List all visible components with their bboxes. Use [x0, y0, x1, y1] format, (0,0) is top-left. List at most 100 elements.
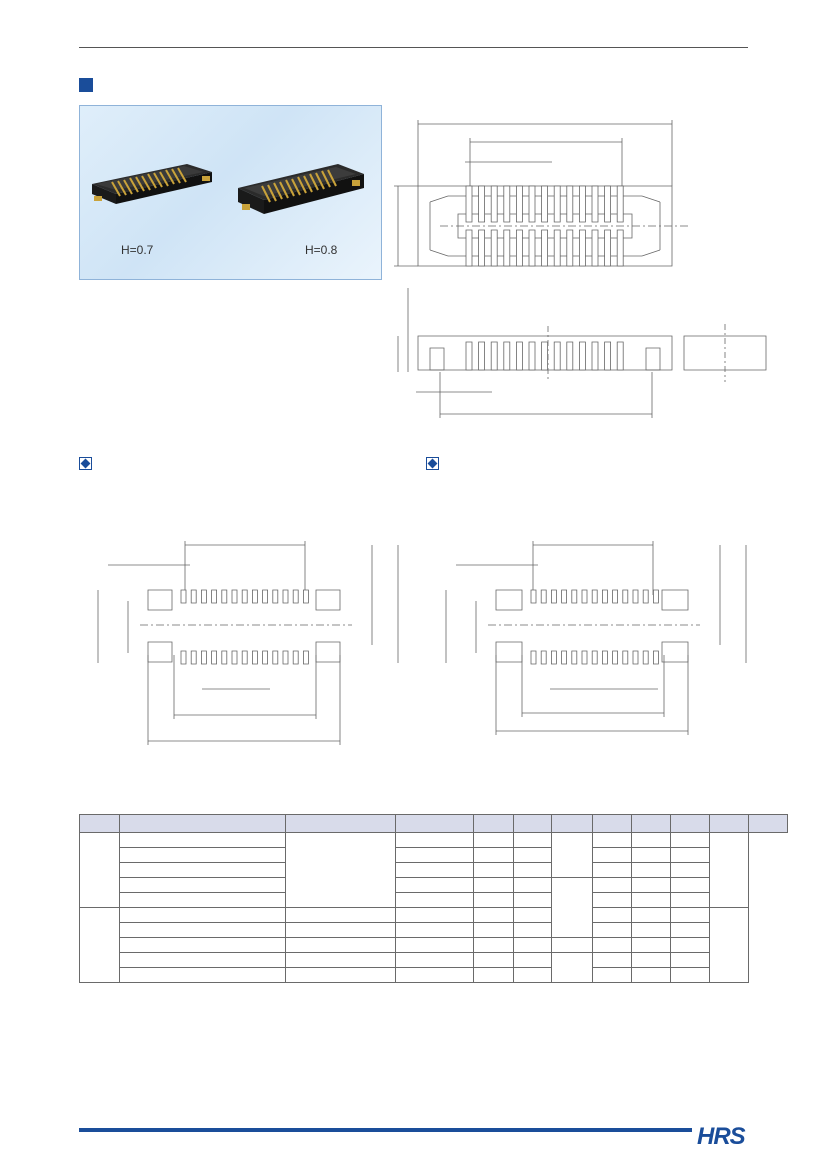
pcb-pad — [541, 590, 546, 603]
pcb-pad — [273, 651, 278, 664]
contact-pin — [617, 342, 623, 370]
table-row — [80, 967, 788, 983]
table-row — [80, 892, 788, 908]
pcb-pad — [293, 590, 298, 603]
table-row — [80, 922, 788, 938]
pcb-pad — [252, 651, 257, 664]
pcb-pad — [283, 590, 288, 603]
contact-pin — [554, 342, 560, 370]
contact-pin — [504, 342, 510, 370]
product-photo-panel: H=0.7 H=0.8 — [79, 105, 382, 280]
contact-pin — [516, 186, 522, 222]
receptacle-pattern-section-marker — [426, 457, 439, 470]
table-header-row — [79, 814, 788, 833]
contact-pin — [504, 186, 510, 222]
pcb-pad — [212, 590, 217, 603]
contact-pin — [491, 230, 497, 266]
contact-pin — [466, 342, 472, 370]
table-row — [80, 847, 788, 863]
contact-pin — [529, 186, 535, 222]
table-row — [80, 862, 788, 878]
pcb-pad — [181, 590, 186, 603]
pcb-pad — [633, 590, 638, 603]
pcb-pad — [242, 651, 247, 664]
contact-pin — [491, 342, 497, 370]
contact-pin — [479, 186, 485, 222]
table-row — [80, 952, 788, 983]
contact-pin — [466, 230, 472, 266]
contact-pin — [504, 230, 510, 266]
pcb-pad — [592, 590, 597, 603]
outline-drawing-top-view — [390, 110, 790, 430]
photo-label-h07: H=0.7 — [121, 243, 154, 257]
contact-pin — [567, 186, 573, 222]
hrs-logo: HRS — [697, 1123, 746, 1150]
pcb-pad — [242, 590, 247, 603]
pcb-pad — [582, 590, 587, 603]
pcb-pad — [252, 590, 257, 603]
pcb-pad — [222, 590, 227, 603]
pcb-pad — [562, 590, 567, 603]
contact-pin — [617, 230, 623, 266]
footer-rule — [79, 1128, 692, 1132]
contact-pin — [542, 230, 548, 266]
pcb-pad — [273, 590, 278, 603]
contact-pin — [617, 186, 623, 222]
table-row — [80, 877, 788, 938]
contact-pin — [516, 230, 522, 266]
pcb-pad — [263, 651, 268, 664]
contact-pin — [479, 342, 485, 370]
contact-pin — [567, 230, 573, 266]
contact-pin — [579, 342, 585, 370]
pcb-pad — [232, 590, 237, 603]
pcb-pad — [562, 651, 567, 664]
pcb-pad — [222, 651, 227, 664]
table-row — [79, 832, 788, 908]
pcb-pad — [613, 590, 618, 603]
pcb-pad — [303, 590, 308, 603]
pcb-pad — [653, 590, 658, 603]
pcb-pad — [643, 590, 648, 603]
pcb-pad — [232, 651, 237, 664]
contact-pin — [479, 230, 485, 266]
pcb-pad — [623, 590, 628, 603]
contact-pin — [605, 186, 611, 222]
pcb-pad — [303, 651, 308, 664]
contact-pin — [605, 230, 611, 266]
pcb-pad — [263, 590, 268, 603]
pcb-mounting-pattern-right — [438, 535, 758, 750]
pcb-pad — [602, 651, 607, 664]
contact-pin — [579, 230, 585, 266]
pcb-pad — [293, 651, 298, 664]
pcb-pad — [531, 651, 536, 664]
contact-pin — [554, 230, 560, 266]
contact-pin — [592, 230, 598, 266]
pcb-pad — [191, 590, 196, 603]
part-number-table — [79, 814, 788, 983]
pcb-pad — [201, 590, 206, 603]
contact-pin — [529, 342, 535, 370]
pcb-pad — [602, 590, 607, 603]
table-row — [80, 937, 788, 953]
pcb-pad — [181, 651, 186, 664]
pcb-pad — [541, 651, 546, 664]
contact-pin — [491, 186, 497, 222]
pcb-pad — [582, 651, 587, 664]
pcb-pattern-section-marker — [79, 457, 92, 470]
pcb-pad — [551, 651, 556, 664]
connector-photo-illustration — [92, 164, 364, 214]
contact-pin — [605, 342, 611, 370]
pcb-pad — [633, 651, 638, 664]
pcb-pad — [212, 651, 217, 664]
table-row — [79, 907, 788, 983]
pcb-pad — [613, 651, 618, 664]
contact-pin — [529, 230, 535, 266]
contact-pin — [542, 186, 548, 222]
contact-pin — [579, 186, 585, 222]
pcb-pad — [643, 651, 648, 664]
pcb-pad — [531, 590, 536, 603]
contact-pin — [466, 186, 472, 222]
pcb-pad — [623, 651, 628, 664]
contact-pin — [542, 342, 548, 370]
contact-pin — [592, 342, 598, 370]
